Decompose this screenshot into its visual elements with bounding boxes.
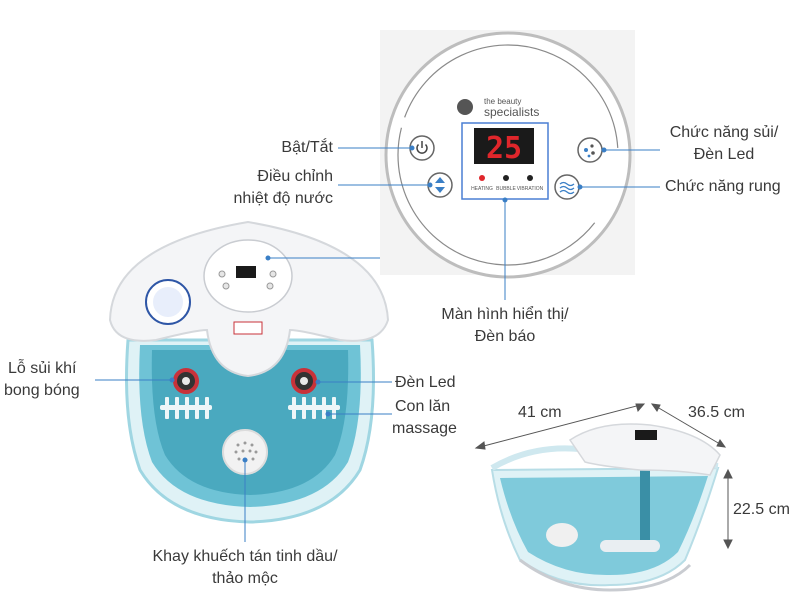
label-vibration: Chức năng rung [665, 178, 781, 195]
label-temp-line1: Điều chỉnh [257, 168, 333, 185]
display-value: 25 [486, 131, 522, 166]
dimension-width: 36.5 cm [688, 404, 745, 421]
label-roller-line2: massage [392, 420, 457, 437]
label-power: Bật/Tắt [281, 139, 333, 156]
dimension-height: 22.5 cm [733, 501, 790, 518]
heating-label: HEATING [471, 186, 493, 192]
brand-big-text: specialists [484, 105, 539, 119]
label-roller-line1: Con lăn [395, 398, 451, 415]
down-arrow-icon [435, 187, 445, 193]
label-display-line2: Đèn báo [474, 328, 536, 345]
foot-spa-side-view [490, 423, 721, 592]
heating-indicator [479, 175, 485, 181]
label-led: Đèn Led [395, 374, 456, 391]
label-bubble-line1: Chức năng sủi/ [669, 124, 779, 141]
brand-logo-icon [457, 99, 473, 115]
callout-lines [95, 145, 660, 542]
brand-small-text: the beauty [484, 97, 521, 106]
bubble-indicator [503, 175, 509, 181]
label-bubble-holes-line2: bong bóng [4, 382, 80, 399]
label-bubble-holes-line1: Lỗ sủi khí [8, 360, 77, 377]
label-sticker [233, 321, 263, 335]
power-icon [416, 143, 428, 154]
led-display [474, 128, 534, 164]
wave-icon [559, 181, 575, 187]
label-display-line1: Màn hình hiển thị/ [441, 306, 569, 323]
control-panel-graphic: the beauty specialists 25 HEATING BUBBLE… [384, 31, 632, 279]
foot-spa-top-view [108, 220, 390, 524]
bubble-icon [584, 148, 588, 152]
label-tray-line1: Khay khuếch tán tinh dầu/ [152, 548, 338, 565]
label-tray-line2: thảo mộc [212, 570, 278, 587]
label-temp-line2: nhiệt độ nước [233, 190, 333, 207]
vibration-button[interactable] [554, 174, 580, 200]
dimension-lines [474, 403, 733, 550]
temperature-button[interactable] [427, 172, 453, 198]
vibration-indicator [527, 175, 533, 181]
label-bubble-line2: Đèn Led [693, 146, 755, 163]
bubble-label: BUBBLE [496, 186, 516, 192]
dimension-length: 41 cm [518, 404, 562, 421]
up-arrow-icon [435, 177, 445, 183]
vibration-label: VIBRATION [517, 186, 544, 192]
bubble-button[interactable] [577, 137, 603, 163]
